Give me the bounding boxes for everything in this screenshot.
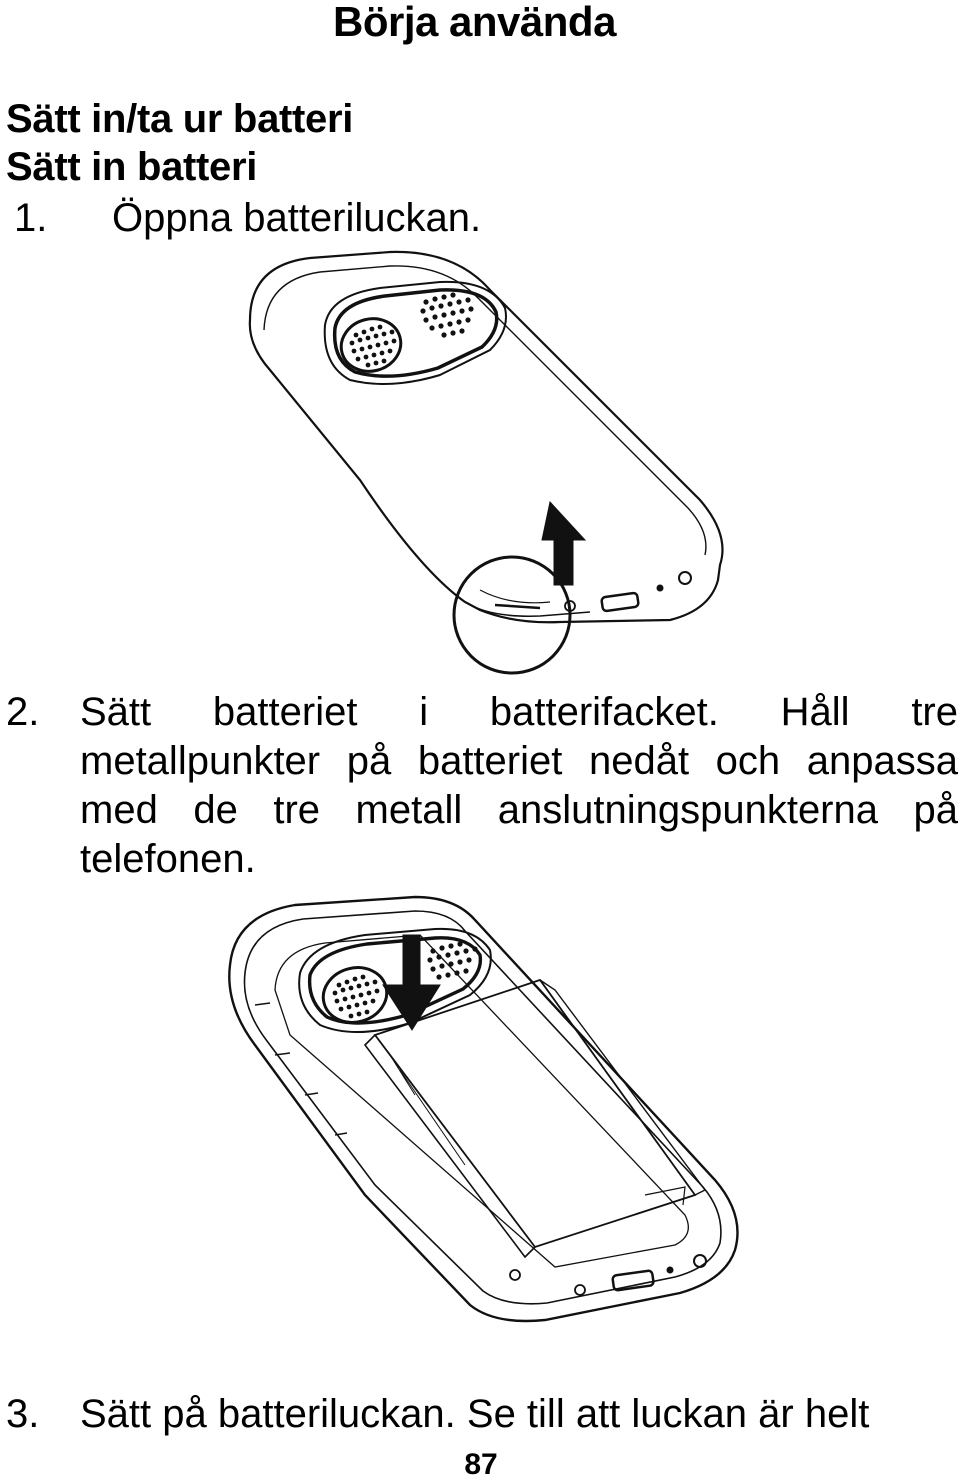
phone-back-cover-illustration <box>248 250 724 675</box>
arrow-down-icon <box>382 934 441 1031</box>
step-text: Sätt batteriet i batterifacket. Håll tre… <box>80 688 958 884</box>
battery-insert-illustration <box>228 895 739 1323</box>
subsection-heading: Sätt in batteri <box>6 145 258 189</box>
highlight-circle <box>452 555 572 675</box>
page-header-title: Börja använda <box>333 0 616 45</box>
step-text-line: Sätt batteriet i batterifacket. Håll tre <box>80 690 958 734</box>
speaker-grille-right-icon <box>420 292 474 338</box>
step-text-line: metallpunkter på batteriet nedåt och anp… <box>80 739 958 783</box>
speaker-grille-right-icon <box>427 941 478 980</box>
page-number-text: 87 <box>464 1448 498 1481</box>
step-number: 3. <box>6 1392 40 1436</box>
step-text: Öppna batteriluckan. <box>112 196 482 240</box>
step-text: Sätt på batteriluckan. Se till att lucka… <box>80 1392 870 1436</box>
step-text-line: med de tre metall anslutningspunkterna p… <box>80 788 958 832</box>
section-heading: Sätt in/ta ur batteri <box>6 97 354 141</box>
step-number: 2. <box>6 690 40 734</box>
step-number: 1. <box>14 196 48 240</box>
speaker-grille-left-icon <box>339 317 403 373</box>
page-number: 87 <box>0 1448 960 1482</box>
arrow-up-icon <box>541 500 587 586</box>
step-text-line: telefonen. <box>80 837 256 881</box>
